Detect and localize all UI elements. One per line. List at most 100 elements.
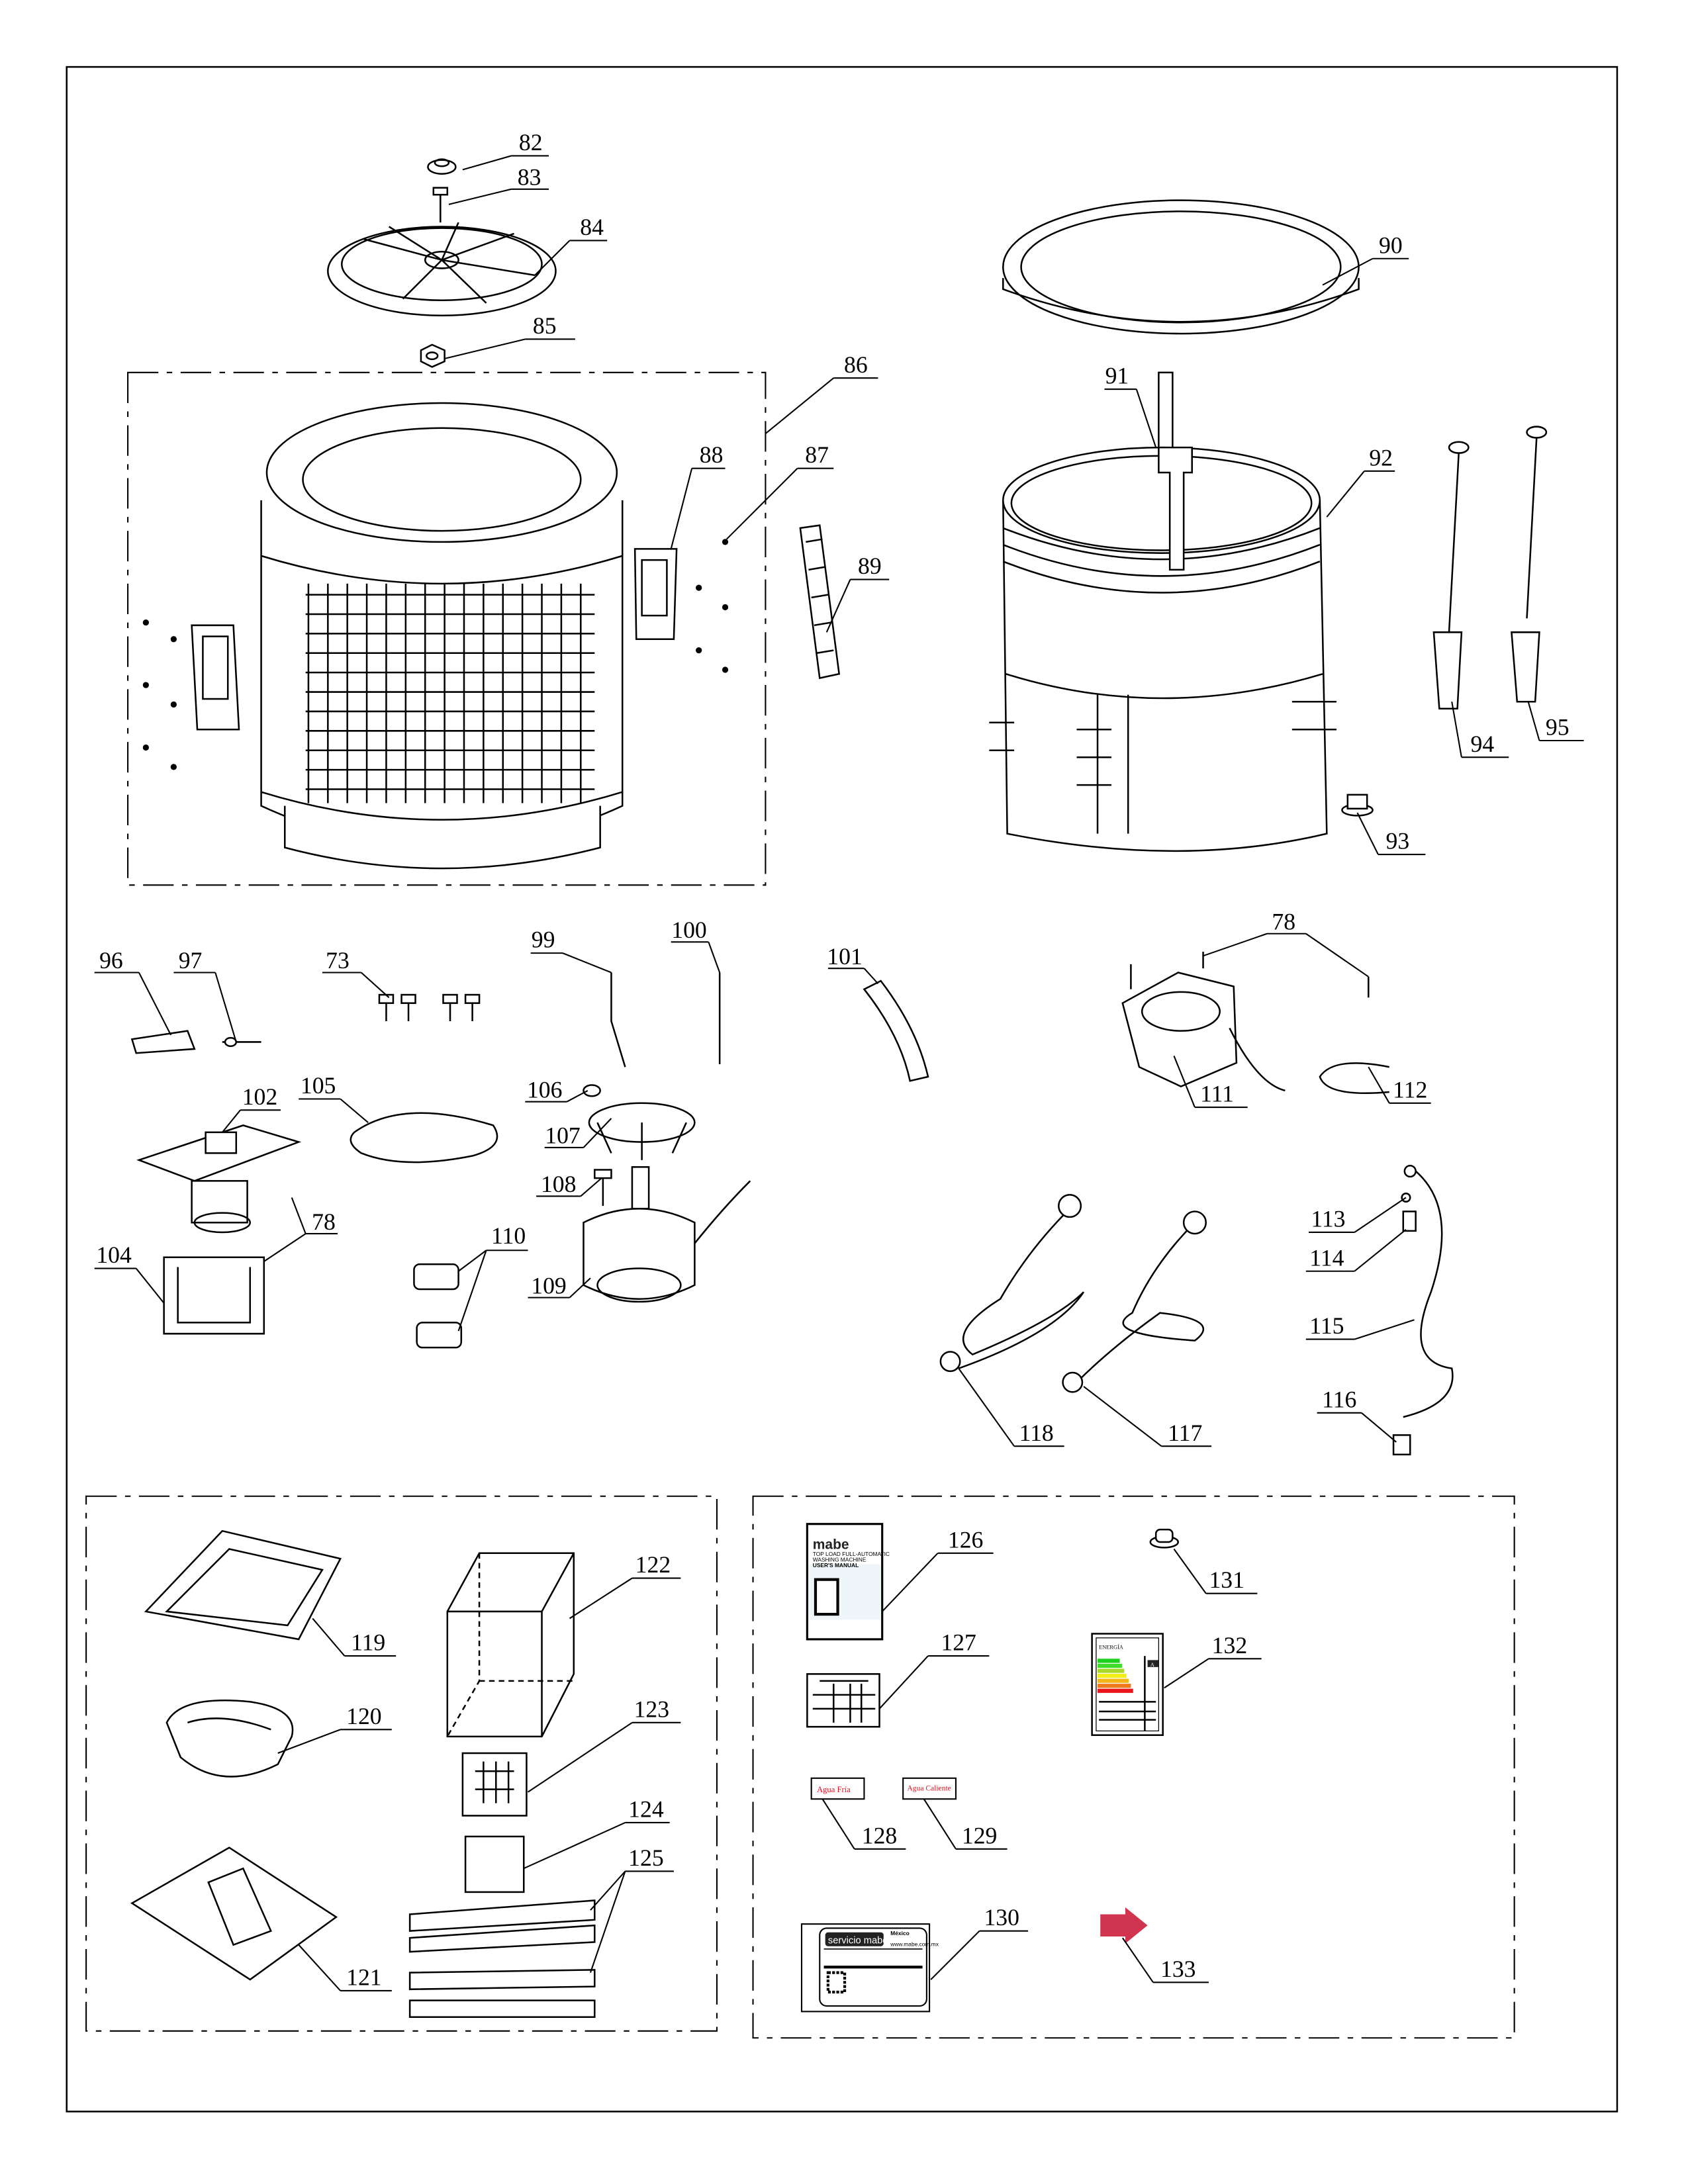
leader-line	[534, 240, 571, 276]
part-number-label: 116	[1322, 1386, 1356, 1412]
callout-117: 117	[1083, 1386, 1212, 1447]
leader-line	[881, 1553, 939, 1612]
leader-line	[360, 972, 390, 999]
screw-icon	[722, 666, 729, 673]
callout-89: 89	[825, 553, 890, 633]
callout-111: 111	[1173, 1056, 1248, 1109]
drum-assembly-group-box	[127, 371, 767, 886]
callout-133: 133	[1121, 1937, 1209, 1983]
part-number-label: 132	[1212, 1632, 1247, 1659]
part-number-label: 117	[1168, 1420, 1202, 1446]
screw-icon	[142, 619, 149, 626]
leader-line	[590, 1870, 626, 1911]
service-country: México	[890, 1930, 909, 1936]
part-number-label: 118	[1019, 1420, 1054, 1446]
ground-wire	[1392, 1164, 1454, 1456]
top-packaging-tray	[144, 1529, 342, 1641]
packaging-group-box	[85, 1495, 718, 2032]
part-number-label: 92	[1369, 444, 1393, 471]
callout-125: 125	[589, 1844, 674, 1973]
fan-washer	[583, 1084, 601, 1097]
user-manual: mabe TOP LOAD FULL-AUTOMATIC WASHING MAC…	[806, 1523, 890, 1641]
callout-87: 87	[726, 441, 834, 540]
service-web: www.mabe.com.mx	[890, 1941, 939, 1948]
energy-title: ENERGÍA	[1099, 1644, 1123, 1651]
callout-113: 113	[1309, 1197, 1407, 1234]
leader-line	[527, 1721, 633, 1793]
part-number-label: 84	[580, 214, 604, 240]
part-number-label: 104	[96, 1242, 132, 1268]
drain-arrow-sticker	[1100, 1907, 1148, 1944]
leader-line	[583, 1118, 612, 1148]
callout-122: 122	[569, 1551, 681, 1619]
leader-line	[1368, 1066, 1390, 1104]
part-number-label: 112	[1393, 1076, 1427, 1103]
part-number-label: 96	[99, 947, 123, 974]
screw-icon	[170, 636, 177, 643]
energy-bar	[1098, 1663, 1122, 1668]
leader-line	[1354, 1197, 1407, 1233]
energy-label: ENERGÍA A	[1091, 1633, 1164, 1736]
screw-icon	[722, 539, 729, 545]
clutch-assembly	[136, 1124, 302, 1234]
callout-97: 97	[173, 947, 237, 1042]
callout-126: 126	[881, 1526, 994, 1612]
callout-116: 116	[1317, 1386, 1397, 1443]
leader-line	[138, 972, 172, 1036]
part-number-label: 110	[491, 1222, 526, 1249]
callout-78b: 78	[263, 1197, 338, 1262]
energy-bar	[1098, 1678, 1129, 1683]
part-number-label: 90	[1379, 232, 1403, 258]
drain-pin	[222, 1036, 261, 1047]
leader-line	[765, 377, 834, 434]
leader-line	[1164, 1658, 1209, 1689]
part-number-label: 131	[1209, 1567, 1244, 1593]
part-number-label: 129	[962, 1822, 997, 1848]
suspension-rod-2	[1511, 426, 1548, 703]
callout-100: 100	[671, 917, 721, 973]
callout-82: 82	[462, 129, 549, 171]
sticker-hot-water: Agua Caliente	[902, 1777, 957, 1800]
drive-belt	[350, 1112, 498, 1163]
corner-cushion	[165, 1700, 294, 1778]
part-number-label: 133	[1160, 1956, 1196, 1982]
part-number-label: 82	[519, 129, 543, 156]
manual-line1: TOP LOAD FULL-AUTOMATIC	[813, 1551, 890, 1557]
sticker-cold-text: Agua Fría	[817, 1785, 851, 1794]
part-number-label: 95	[1546, 714, 1570, 741]
energy-grade: A	[1150, 1662, 1154, 1668]
leader-line	[291, 1197, 306, 1234]
energy-bar	[1098, 1673, 1127, 1678]
callout-110: 110	[457, 1222, 528, 1332]
part-number-label: 91	[1105, 363, 1129, 389]
callout-112: 112	[1368, 1066, 1431, 1104]
callout-95: 95	[1527, 701, 1584, 742]
energy-bar	[1098, 1684, 1131, 1688]
leader-line	[221, 1109, 241, 1133]
leader-line	[1356, 812, 1379, 855]
part-number-label: 109	[531, 1272, 566, 1298]
leader-line	[1305, 933, 1369, 978]
part-number-label: 105	[301, 1072, 336, 1099]
energy-bar	[1098, 1688, 1133, 1693]
balance-ring	[1002, 199, 1360, 335]
leader-line	[1135, 388, 1157, 448]
screw-icon	[142, 744, 149, 751]
leader-line	[958, 1368, 1015, 1447]
callout-83: 83	[448, 164, 549, 205]
rod-99	[610, 972, 626, 1068]
capacitors	[413, 1263, 463, 1349]
leader-line	[562, 952, 612, 974]
part-number-label: 115	[1309, 1312, 1344, 1339]
leader-line	[566, 1089, 588, 1103]
part-number-label: 113	[1311, 1206, 1345, 1232]
leader-line	[589, 1871, 626, 1973]
leader-line	[523, 1821, 626, 1870]
leader-line	[1361, 1412, 1397, 1443]
callout-90: 90	[1322, 232, 1409, 286]
leader-line	[878, 1655, 929, 1709]
wiring-diagram-sheet	[806, 1673, 880, 1728]
callout-131: 131	[1173, 1548, 1258, 1594]
leader-line	[1527, 701, 1540, 741]
corner-posts	[408, 1899, 596, 2019]
